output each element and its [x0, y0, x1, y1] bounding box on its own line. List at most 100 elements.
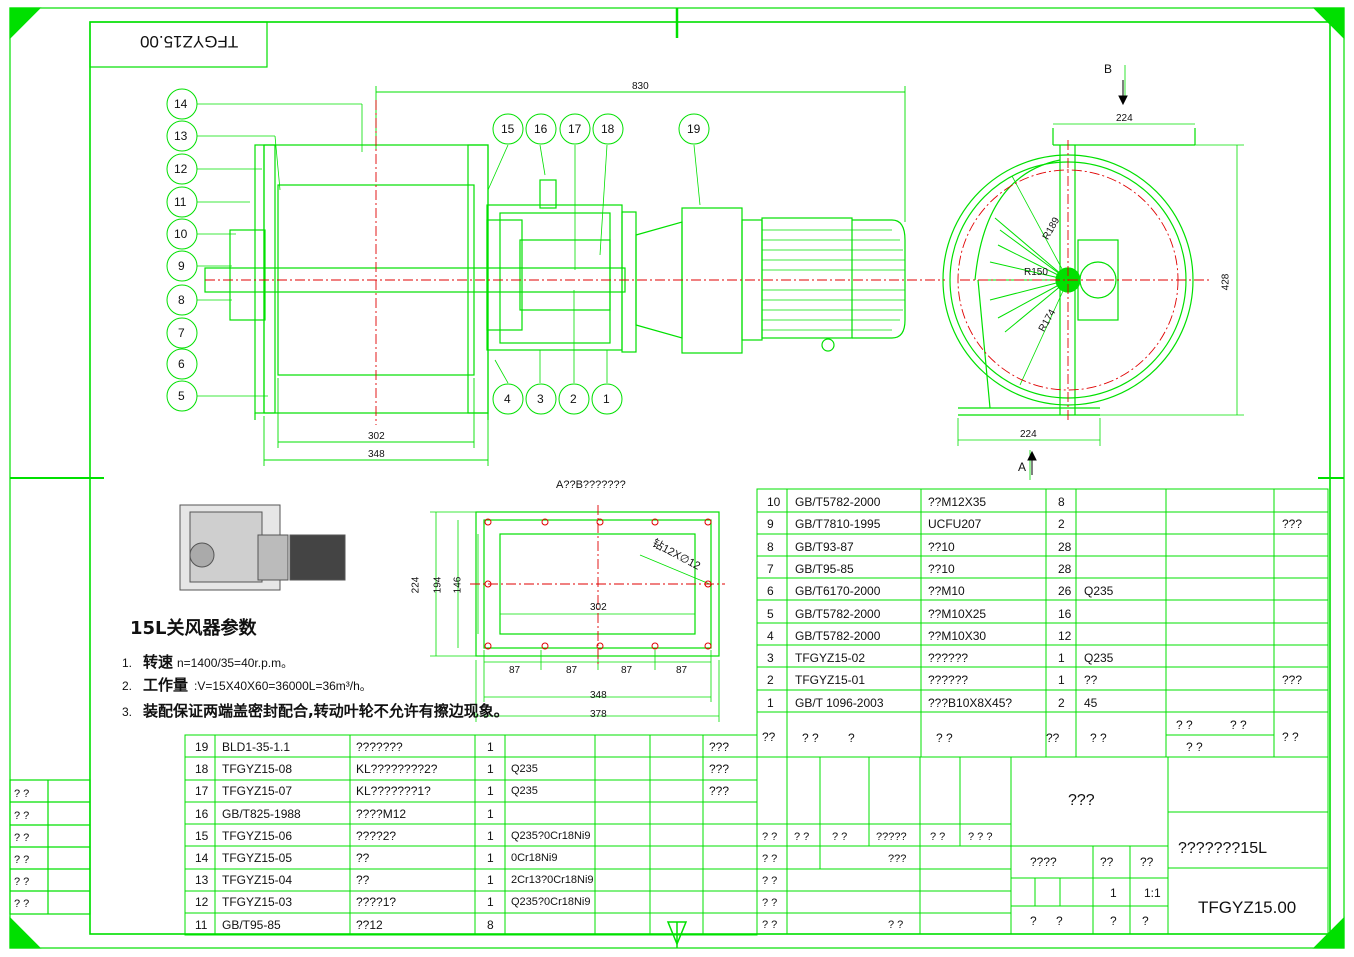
bom_upper-cell-code: GB/T5782-2000: [795, 606, 881, 621]
margin-cell-4: ? ?: [14, 854, 30, 866]
bom_upper-cell-name: ???B10X8X45?: [928, 695, 1013, 710]
bom_upper-cell-name: UCFU207: [928, 517, 982, 532]
bom_lower-cell-no: 12: [195, 895, 209, 910]
bom-header-d: ? ?: [936, 731, 953, 745]
bom_lower-cell-qty: 1: [487, 762, 494, 777]
balloon-14: 14: [174, 97, 188, 111]
balloon-18: 18: [601, 122, 615, 136]
bom_lower-cell-no: 11: [195, 917, 208, 932]
bom_lower-cell-mat: 0Cr18Ni9: [511, 852, 558, 864]
flange-w-mid: 348: [590, 690, 607, 701]
balloon-4: 4: [504, 392, 511, 406]
bom_upper-cell-qty: 26: [1058, 584, 1072, 599]
bom_lower-cell-no: 17: [195, 784, 209, 799]
title-sign-6: ? ? ?: [968, 831, 993, 843]
dim-bottom-width: 224: [1020, 429, 1037, 440]
title-sign-1: ? ?: [762, 831, 778, 843]
bom_upper-cell-code: TFGYZ15-01: [795, 673, 866, 688]
bom_upper-cell-no: 10: [767, 495, 781, 509]
bom_upper-cell-mat: Q235: [1084, 584, 1114, 599]
bom_upper-cell-code: GB/T93-87: [795, 539, 854, 554]
bom_upper-cell-qty: 16: [1058, 606, 1072, 621]
bom_lower-cell-no: 15: [195, 828, 209, 843]
flange-title: A??B???????: [556, 479, 626, 491]
bom_upper-cell-no: 6: [767, 584, 774, 599]
bom_upper-cell-qty: 28: [1058, 561, 1072, 576]
bom_lower-cell-name: ??: [356, 851, 370, 865]
param-2-text: :V=15X40X60=36000L=36m³/h。: [194, 679, 372, 693]
bom-header-f: ? ?: [1090, 731, 1107, 745]
margin-cell-5: ? ?: [14, 876, 30, 888]
param-1-text: n=1400/35=40r.p.m。: [177, 656, 294, 670]
balloon-3: 3: [537, 392, 544, 406]
bom_upper-cell-code: GB/T95-85: [795, 561, 854, 576]
margin-cell-2: ? ?: [14, 810, 30, 822]
bom_lower-cell-code: GB/T95-85: [222, 917, 281, 932]
balloon-2: 2: [570, 392, 577, 406]
param-3-num: 3.: [122, 705, 133, 719]
dim-shell-inner: 302: [368, 431, 385, 442]
flange-pitch-4: 87: [676, 665, 688, 676]
balloon-6: 6: [178, 357, 185, 371]
bom_upper-cell-no: 8: [767, 539, 774, 554]
bom_lower-cell-qty: 1: [487, 828, 494, 843]
bom_lower-cell-no: 13: [195, 873, 209, 888]
title-row-3: ? ?: [762, 897, 778, 909]
bom_upper-cell-no: 9: [767, 517, 774, 532]
bom_upper-cell-code: GB/T7810-1995: [795, 517, 881, 532]
title-row-2: ? ?: [762, 875, 778, 887]
balloon-13: 13: [174, 129, 188, 143]
bom_upper-cell-no: 2: [767, 673, 774, 688]
bom_upper-cell-name: ??M10: [928, 584, 965, 599]
bom_lower-cell-name: KL???????1?: [356, 784, 431, 799]
bom-header-g: ? ?: [1176, 718, 1193, 732]
bom-header-a: ??: [762, 730, 776, 744]
bom_upper-cell-name: ??M12X35: [928, 495, 987, 509]
title-sign-2: ? ?: [794, 831, 810, 843]
bom_upper-cell-qty: 1: [1058, 673, 1065, 688]
bom_upper-cell-qty: 8: [1058, 495, 1065, 509]
bom_lower-cell-name: ????2?: [356, 828, 397, 843]
title-sheets: 1: [1110, 886, 1117, 900]
flange-pitch-2: 87: [566, 665, 578, 676]
bom_upper-cell-name: ??10: [928, 561, 955, 576]
bom_upper-cell-mat: 45: [1084, 695, 1098, 710]
bom_upper-cell-note: ???: [1282, 517, 1303, 532]
bom_upper-cell-name: ??M10X30: [928, 628, 987, 643]
bom_lower-cell-code: TFGYZ15-03: [222, 895, 293, 910]
dim-r2: R150: [1024, 267, 1048, 278]
title-weight-label: ??: [1100, 855, 1114, 869]
bom_lower-cell-name: ???????: [356, 740, 403, 754]
bom-header-e: ??: [1046, 731, 1060, 745]
title-sign-3: ? ?: [832, 831, 848, 843]
margin-cell-3: ? ?: [14, 832, 30, 844]
bom_lower-cell-name: KL????????2?: [356, 762, 438, 777]
bom_upper-cell-note: ???: [1282, 673, 1303, 688]
bom_lower-cell-code: TFGYZ15-04: [222, 873, 293, 888]
title-footer-c: ?: [1110, 914, 1117, 928]
bom_lower-cell-qty: 1: [487, 851, 494, 865]
bom_upper-cell-no: 7: [767, 561, 774, 576]
bom_lower-cell-qty: 1: [487, 784, 494, 799]
balloon-12: 12: [174, 162, 188, 176]
flange-pitch-1: 87: [509, 665, 521, 676]
bom_lower-cell-name: ????M12: [356, 806, 407, 821]
bom-header-c: ?: [848, 731, 855, 745]
flange-h3: 146: [452, 576, 464, 594]
bom_upper-cell-name: ??????: [928, 673, 969, 688]
param-2-label: 工作量: [143, 676, 189, 694]
dim-top-width: 224: [1116, 113, 1133, 124]
bom_upper-cell-qty: 2: [1058, 695, 1065, 710]
title-sign-4: ?????: [876, 831, 907, 843]
margin-cell-1: ? ?: [14, 788, 30, 800]
bom_lower-cell-qty: 1: [487, 740, 494, 754]
title-scale-label: ??: [1140, 855, 1154, 869]
bom_lower-cell-mat: Q235?0Cr18Ni9: [511, 896, 591, 909]
bom_lower-cell-code: BLD1-35-1.1: [222, 740, 291, 754]
title-sign-5: ? ?: [930, 831, 946, 843]
bom_upper-cell-name: ??????: [928, 651, 969, 666]
bom_upper-cell-code: GB/T5782-2000: [795, 495, 881, 509]
bom_upper-cell-code: GB/T 1096-2003: [795, 695, 884, 710]
bom_lower-cell-no: 19: [195, 740, 209, 754]
